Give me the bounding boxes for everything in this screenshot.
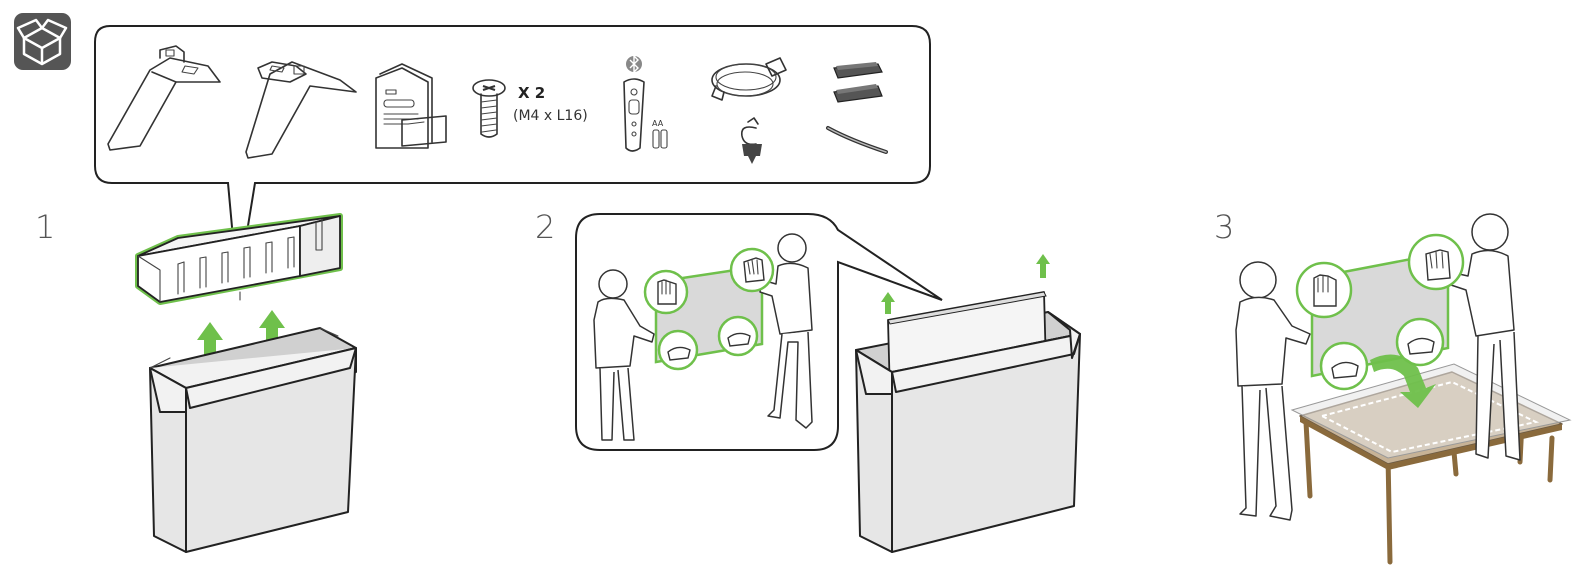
- cable-tie: [826, 126, 888, 154]
- step-number-3: 3: [1214, 208, 1234, 246]
- hand-circle-6: [1407, 233, 1465, 291]
- power-cable: [711, 57, 787, 101]
- person-left: [593, 269, 655, 441]
- tv-box-step1: [149, 327, 357, 553]
- removal-callout: [575, 213, 943, 451]
- stand-leg-right: [245, 61, 357, 159]
- lift-arrows-step2: [881, 254, 1050, 314]
- place-down-arrow: [1370, 354, 1436, 408]
- hand-circle-2: [729, 247, 775, 293]
- user-manual: [375, 63, 447, 149]
- stand-leg-left: [107, 45, 221, 151]
- screw: [472, 79, 506, 138]
- person-right: [759, 233, 813, 429]
- hand-circle-5: [1295, 261, 1353, 319]
- cable-holder: [740, 117, 762, 164]
- step-number-1: 1: [35, 208, 55, 246]
- person-left-step3: [1235, 261, 1311, 521]
- bluetooth-icon: [626, 54, 642, 74]
- hand-circle-7: [1319, 341, 1369, 391]
- remote-control: AA: [623, 54, 668, 152]
- screw-quantity: X 2: [518, 84, 545, 102]
- accessories-callout: X 2 (M4 x L16) AA: [94, 25, 931, 239]
- cable-clips: [833, 62, 883, 103]
- tv-box-step2: [855, 291, 1081, 553]
- open-box-icon: [14, 13, 71, 70]
- hand-circle-8: [1395, 317, 1445, 367]
- hand-circle-4: [717, 315, 759, 357]
- accessory-tray: [135, 213, 343, 305]
- table: [1290, 363, 1572, 565]
- person-right-step3: [1447, 213, 1521, 461]
- hand-circle-1: [643, 269, 689, 315]
- lift-arrows-step1: [197, 310, 285, 370]
- step-number-2: 2: [535, 208, 555, 246]
- hand-circle-3: [657, 329, 699, 371]
- screw-spec: (M4 x L16): [513, 108, 588, 124]
- battery-label: AA: [652, 119, 664, 128]
